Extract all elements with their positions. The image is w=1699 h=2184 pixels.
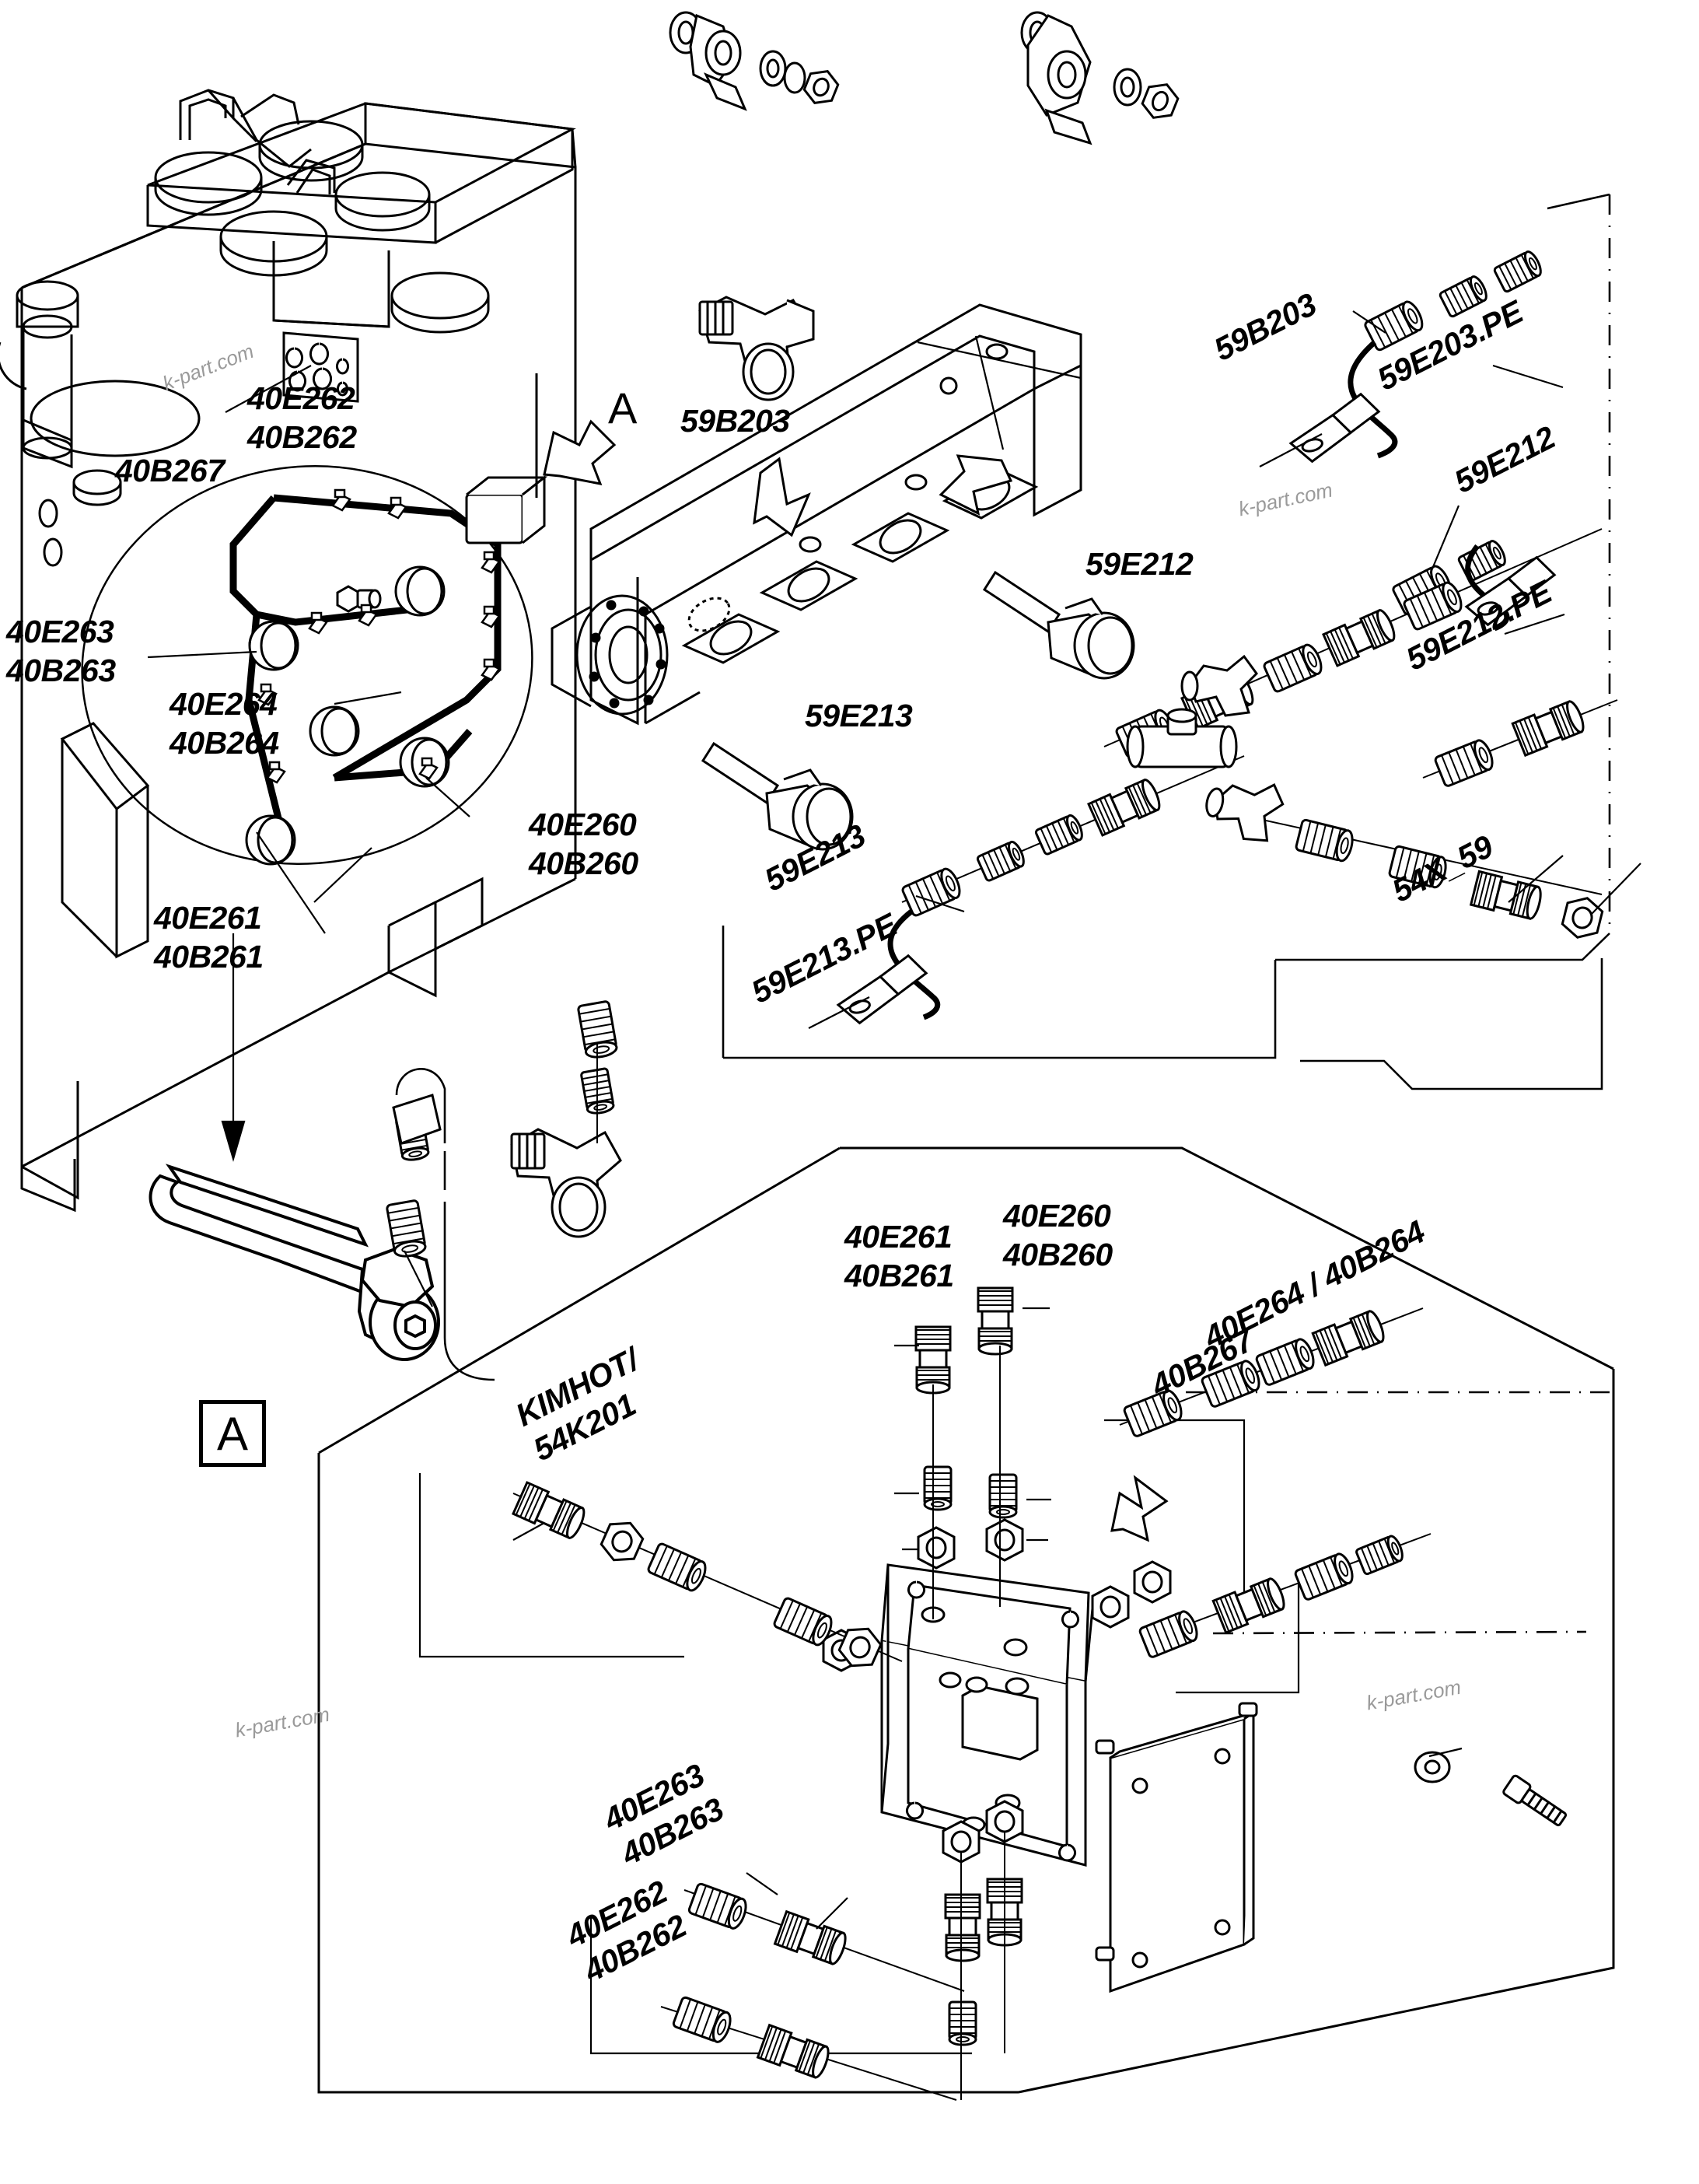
detail-view-box-a: A <box>199 1400 266 1467</box>
section-arrow-label-a: A <box>608 383 638 432</box>
label-59e212-mid: 59E212 <box>1085 546 1194 582</box>
label-59b203-top: 59B203 <box>680 403 790 439</box>
label-40b267-top: 40B267 <box>115 453 225 488</box>
label-59e213-mid: 59E213 <box>805 698 913 733</box>
